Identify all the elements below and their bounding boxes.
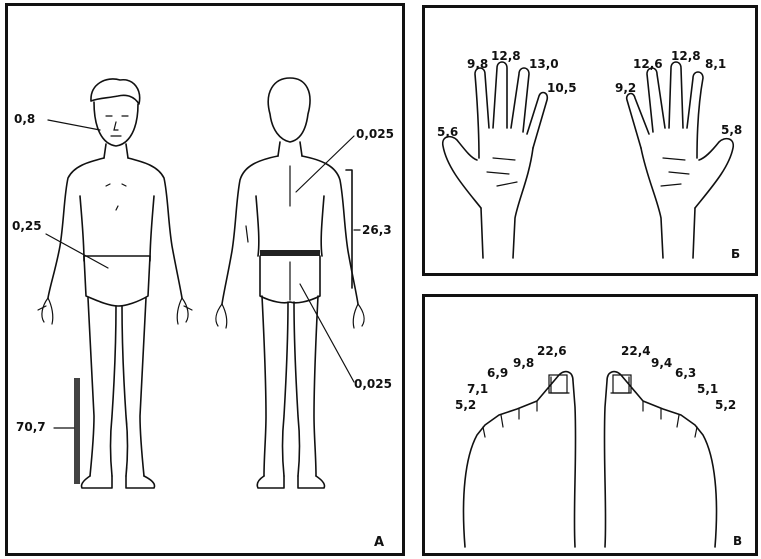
right-foot-value-1: 22,4 bbox=[621, 344, 651, 358]
panel-b: 5,6 9,8 12,8 13,0 10,5 9,2 12,6 12,8 8,1… bbox=[422, 5, 758, 276]
right-hand-value-3: 12,8 bbox=[671, 49, 701, 63]
right-hand-value-5: 5,8 bbox=[721, 123, 742, 137]
body-figures-drawing: 0,8 0,25 70,7 0,025 26,3 0,025 А bbox=[8, 6, 402, 553]
right-foot bbox=[604, 372, 716, 547]
left-hand bbox=[443, 62, 548, 258]
label-head: 0,8 bbox=[14, 112, 35, 126]
leader-buttock bbox=[300, 284, 354, 382]
panel-a: 0,8 0,25 70,7 0,025 26,3 0,025 А bbox=[5, 3, 405, 556]
right-hand bbox=[627, 62, 734, 258]
panel-letter-a: А bbox=[374, 535, 384, 550]
left-hand-value-3: 12,8 bbox=[491, 49, 521, 63]
panel-c: 5,2 7,1 6,9 9,8 22,6 22,4 9,4 6,3 5,1 5,… bbox=[422, 294, 758, 556]
right-foot-value-4: 5,1 bbox=[697, 382, 718, 396]
panel-letter-c: В bbox=[733, 534, 742, 548]
label-back: 0,025 bbox=[356, 127, 394, 141]
left-foot-value-5: 22,6 bbox=[537, 344, 567, 358]
left-hand-value-1: 5,6 bbox=[437, 125, 458, 139]
left-hand-value-2: 9,8 bbox=[467, 57, 488, 71]
right-hand-value-1: 9,2 bbox=[615, 81, 636, 95]
label-leg: 70,7 bbox=[16, 420, 46, 434]
label-arm: 26,3 bbox=[362, 223, 392, 237]
front-figure bbox=[38, 79, 192, 488]
feet-drawing: 5,2 7,1 6,9 9,8 22,6 22,4 9,4 6,3 5,1 5,… bbox=[425, 297, 755, 553]
label-buttock: 0,025 bbox=[354, 377, 392, 391]
back-figure bbox=[216, 78, 364, 488]
left-foot-value-4: 9,8 bbox=[513, 356, 534, 370]
panel-letter-b: Б bbox=[731, 247, 740, 261]
hands-drawing: 5,6 9,8 12,8 13,0 10,5 9,2 12,6 12,8 8,1… bbox=[425, 8, 755, 273]
right-hand-value-4: 8,1 bbox=[705, 57, 726, 71]
right-foot-value-5: 5,2 bbox=[715, 398, 736, 412]
right-foot-value-2: 9,4 bbox=[651, 356, 672, 370]
leader-trunk-front bbox=[46, 234, 108, 268]
left-foot bbox=[464, 372, 576, 547]
label-trunk-front: 0,25 bbox=[12, 219, 42, 233]
leader-back bbox=[296, 136, 354, 192]
left-foot-value-2: 7,1 bbox=[467, 382, 488, 396]
left-hand-value-5: 10,5 bbox=[547, 81, 577, 95]
right-foot-value-3: 6,3 bbox=[675, 366, 696, 380]
left-foot-value-1: 5,2 bbox=[455, 398, 476, 412]
left-foot-value-3: 6,9 bbox=[487, 366, 508, 380]
leader-head bbox=[48, 120, 100, 130]
right-hand-value-2: 12,6 bbox=[633, 57, 663, 71]
left-hand-value-4: 13,0 bbox=[529, 57, 559, 71]
